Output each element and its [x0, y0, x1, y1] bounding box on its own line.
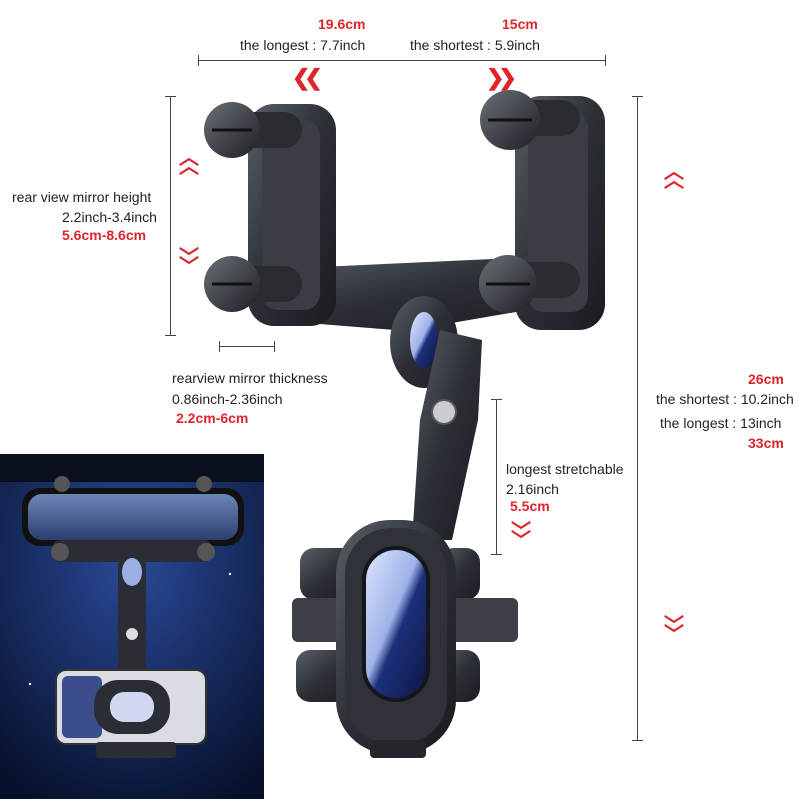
total-longest-inch: the longest : 13inch — [660, 415, 782, 431]
height-dimension-line — [170, 96, 171, 336]
stretch-dimension-cap-top — [491, 399, 502, 400]
shortest-width-inch: the shortest : 5.9inch — [410, 37, 540, 53]
total-height-cap-bottom — [632, 740, 643, 741]
stretch-label: longest stretchable — [506, 461, 624, 477]
stretch-inch: 2.16inch — [506, 481, 559, 497]
width-dimension-cap-right — [605, 55, 606, 66]
shortest-width-cm: 15cm — [502, 16, 538, 32]
longest-width-inch: the longest : 7.7inch — [240, 37, 366, 53]
mirror-height-inch: 2.2inch-3.4inch — [62, 209, 157, 225]
height-dimension-cap-top — [165, 96, 176, 97]
thickness-cm: 2.2cm-6cm — [176, 410, 249, 426]
stretch-dimension-line — [496, 399, 497, 555]
mirror-height-cm: 5.6cm-8.6cm — [62, 227, 147, 243]
chevron-right-icon: ❯❯ — [486, 65, 517, 90]
chevron-down-icon: ﹀﹀ — [511, 521, 531, 552]
total-height-line — [637, 96, 638, 740]
thickness-dimension-line — [219, 346, 275, 347]
longest-width-cm: 19.6cm — [318, 16, 366, 32]
thickness-dimension-cap-left — [219, 341, 220, 352]
height-dimension-cap-bottom — [165, 335, 176, 336]
clip-knob — [204, 102, 302, 158]
thickness-label: rearview mirror thickness — [172, 370, 328, 386]
total-longest-cm: 33cm — [748, 435, 784, 451]
chevron-left-icon: ❮❮ — [292, 65, 323, 90]
chevron-up-icon: ︿︿ — [179, 147, 199, 178]
width-dimension-cap-left — [198, 55, 199, 66]
chevron-down-icon: ﹀﹀ — [664, 615, 684, 646]
total-shortest-cm: 26cm — [748, 371, 784, 387]
width-dimension-line — [198, 60, 606, 61]
chevron-down-icon: ﹀﹀ — [179, 247, 199, 278]
stretch-cm: 5.5cm — [510, 498, 550, 514]
total-shortest-inch: the shortest : 10.2inch — [656, 391, 794, 407]
thickness-inch: 0.86inch-2.36inch — [172, 391, 283, 407]
total-height-cap-top — [632, 96, 643, 97]
mirror-height-label: rear view mirror height — [12, 189, 152, 205]
chevron-up-icon: ︿︿ — [664, 161, 684, 192]
stretch-dimension-cap-bottom — [491, 554, 502, 555]
thickness-dimension-cap-right — [274, 341, 275, 352]
inset-car-photo — [0, 454, 264, 799]
